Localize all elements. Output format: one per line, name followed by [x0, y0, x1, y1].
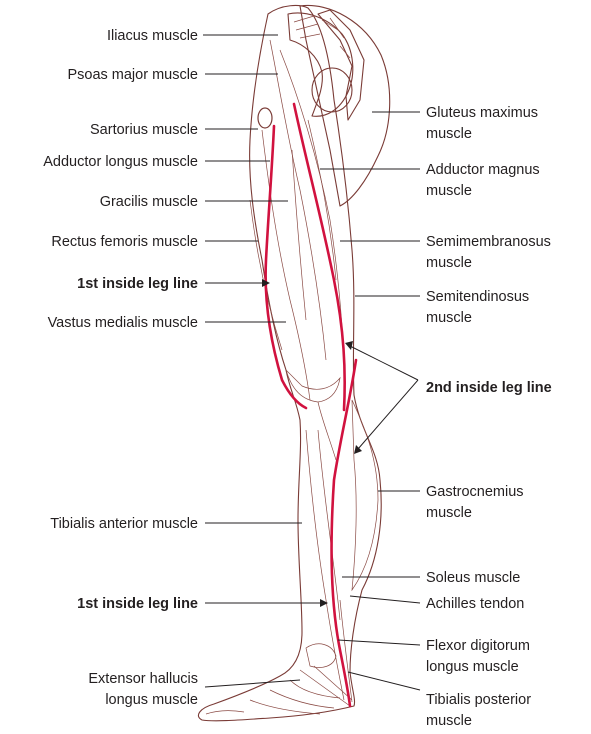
label-soleus: Soleus muscle [426, 570, 520, 586]
label-psoas: Psoas major muscle [67, 67, 198, 83]
label-semitendinosus-2: muscle [426, 310, 472, 326]
leader-lines [203, 35, 420, 690]
label-gluteus-2: muscle [426, 126, 472, 142]
label-achilles: Achilles tendon [426, 596, 524, 612]
inside-leg-lines [266, 104, 356, 706]
label-flexor-1: Flexor digitorum [426, 638, 530, 654]
pubic-bone [258, 108, 272, 128]
right-labels: Gluteus maximus muscle Adductor magnus m… [426, 105, 552, 729]
label-adductor-magnus-2: muscle [426, 183, 472, 199]
label-rectus-femoris: Rectus femoris muscle [51, 234, 198, 250]
label-gastrocnemius-2: muscle [426, 505, 472, 521]
label-leg-line-1-lower: 1st inside leg line [77, 596, 198, 612]
label-adductor-magnus-1: Adductor magnus [426, 162, 540, 178]
label-tibialis-anterior: Tibialis anterior muscle [50, 516, 198, 532]
label-leg-line-2: 2nd inside leg line [426, 380, 552, 396]
label-gracilis: Gracilis muscle [100, 194, 198, 210]
first-inside-leg-line [266, 126, 306, 408]
label-vastus-medialis: Vastus medialis muscle [48, 315, 198, 331]
leg-outline [198, 6, 381, 721]
label-extensor-hallucis-2: longus muscle [105, 692, 198, 708]
label-tibialis-posterior-1: Tibialis posterior [426, 692, 531, 708]
label-sartorius: Sartorius muscle [90, 122, 198, 138]
label-adductor-longus: Adductor longus muscle [43, 154, 198, 170]
label-leg-line-1-upper: 1st inside leg line [77, 276, 198, 292]
label-flexor-2: longus muscle [426, 659, 519, 675]
label-semimembranosus-1: Semimembranosus [426, 234, 551, 250]
label-semitendinosus-1: Semitendinosus [426, 289, 529, 305]
label-iliacus: Iliacus muscle [107, 28, 198, 44]
left-labels: Iliacus muscle Psoas major muscle Sartor… [43, 28, 198, 708]
second-inside-leg-line [294, 104, 345, 410]
hip-joint [312, 68, 352, 112]
leg-illustration [198, 5, 389, 720]
label-gluteus-1: Gluteus maximus [426, 105, 538, 121]
label-gastrocnemius-1: Gastrocnemius [426, 484, 524, 500]
pelvis-bone [288, 13, 353, 116]
label-tibialis-posterior-2: muscle [426, 713, 472, 729]
label-semimembranosus-2: muscle [426, 255, 472, 271]
label-extensor-hallucis-1: Extensor hallucis [88, 671, 198, 687]
